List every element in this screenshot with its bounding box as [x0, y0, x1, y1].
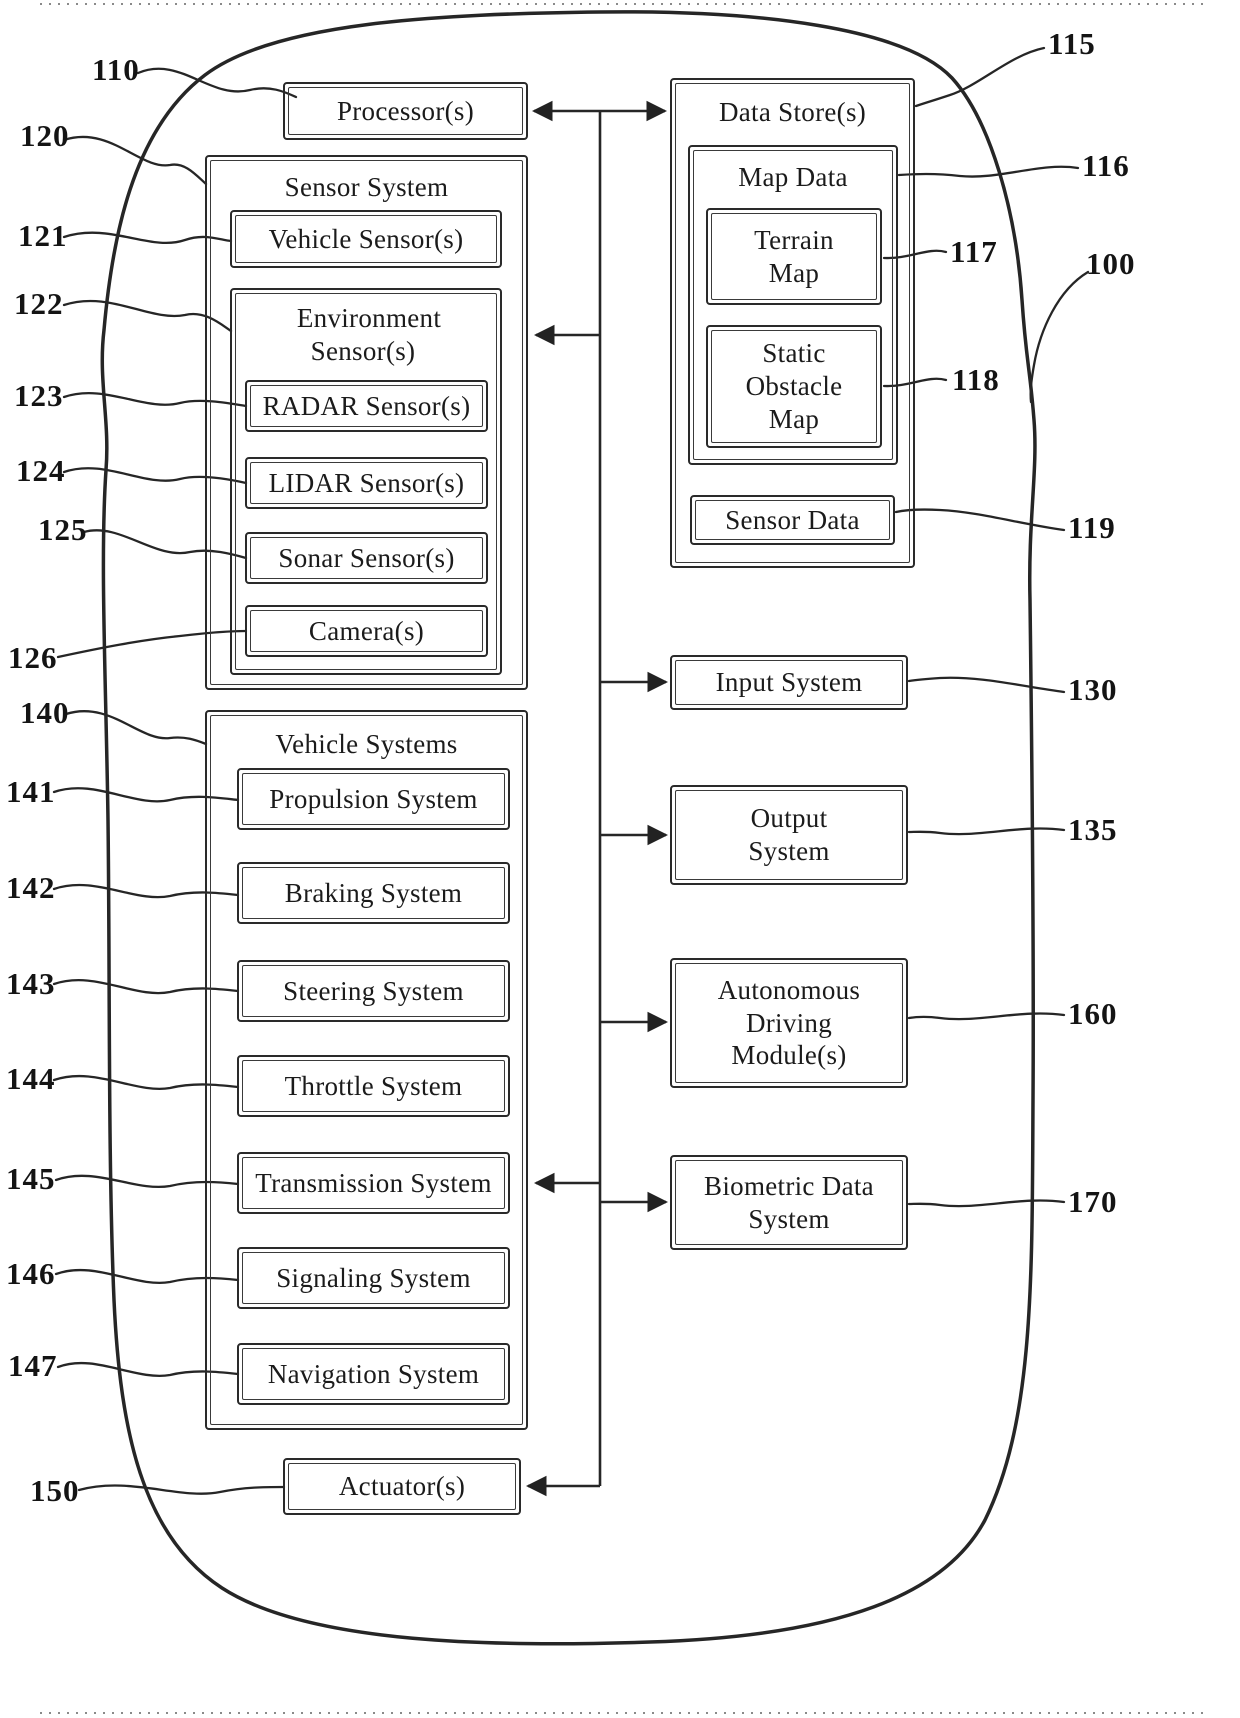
ref-142: 142: [6, 870, 56, 905]
node-label: LIDAR Sensor(s): [268, 467, 465, 498]
ref-145: 145: [6, 1161, 56, 1196]
ref-100: 100: [1086, 246, 1136, 281]
node-sonar: Sonar Sensor(s): [245, 532, 488, 584]
node-label: Map Data: [738, 162, 848, 192]
node-label: Static Obstacle Map: [745, 338, 843, 434]
node-navigation: Navigation System: [237, 1343, 510, 1405]
ref-123: 123: [14, 378, 64, 413]
node-vehicle-sensors: Vehicle Sensor(s): [230, 210, 502, 268]
ref-170: 170: [1068, 1184, 1118, 1219]
ref-121: 121: [18, 218, 68, 253]
leader-lines: [52, 46, 1090, 1495]
ref-141: 141: [6, 774, 56, 809]
node-label: Environment Sensor(s): [296, 303, 442, 366]
node-lidar: LIDAR Sensor(s): [245, 457, 488, 509]
ref-117: 117: [950, 234, 998, 269]
node-braking: Braking System: [237, 862, 510, 924]
node-label: Navigation System: [267, 1358, 480, 1389]
node-data-stores: Data Store(s): [670, 78, 915, 568]
node-processors: Processor(s): [283, 82, 528, 140]
node-biometric-data-system: Biometric Data System: [670, 1155, 908, 1250]
node-propulsion: Propulsion System: [237, 768, 510, 830]
ref-160: 160: [1068, 996, 1118, 1031]
ref-146: 146: [6, 1256, 56, 1291]
node-input-system: Input System: [670, 655, 908, 710]
node-signaling: Signaling System: [237, 1247, 510, 1309]
ref-119: 119: [1068, 510, 1116, 545]
node-camera: Camera(s): [245, 605, 488, 657]
node-label: Braking System: [284, 877, 463, 908]
node-label: Steering System: [283, 975, 464, 1006]
ref-150: 150: [30, 1473, 80, 1508]
node-vehicle-systems: Vehicle Systems: [205, 710, 528, 1430]
node-label: Sensor Data: [725, 504, 860, 535]
node-label: Vehicle Sensor(s): [268, 223, 464, 254]
node-label: Sonar Sensor(s): [278, 542, 455, 573]
ref-135: 135: [1068, 812, 1118, 847]
node-label: Output System: [748, 803, 830, 866]
node-label: Processor(s): [336, 95, 475, 126]
node-throttle: Throttle System: [237, 1055, 510, 1117]
node-label: RADAR Sensor(s): [262, 390, 471, 421]
node-terrain-map: Terrain Map: [706, 208, 882, 305]
vehicle-outline: [100, 10, 1037, 1646]
node-radar: RADAR Sensor(s): [245, 380, 488, 432]
node-label: Propulsion System: [269, 783, 478, 814]
ref-130: 130: [1068, 672, 1118, 707]
node-label: Sensor System: [284, 172, 449, 202]
ref-124: 124: [16, 453, 66, 488]
node-autonomous-driving-modules: Autonomous Driving Module(s): [670, 958, 908, 1088]
ref-125: 125: [38, 512, 88, 547]
node-label: Input System: [715, 667, 863, 698]
node-label: Actuator(s): [338, 1471, 466, 1502]
ref-143: 143: [6, 966, 56, 1001]
ref-120: 120: [20, 118, 70, 153]
node-label: Transmission System: [255, 1167, 492, 1198]
node-environment-sensors: Environment Sensor(s): [230, 288, 502, 675]
node-transmission: Transmission System: [237, 1152, 510, 1214]
ref-126: 126: [8, 640, 58, 675]
ref-115: 115: [1048, 26, 1096, 61]
node-label: Vehicle Systems: [275, 729, 458, 759]
ref-144: 144: [6, 1061, 56, 1096]
node-sensor-system: Sensor System: [205, 155, 528, 690]
node-label: Terrain Map: [754, 224, 834, 288]
ref-116: 116: [1082, 148, 1130, 183]
node-label: Camera(s): [308, 615, 425, 646]
node-label: Signaling System: [276, 1262, 471, 1293]
ref-140: 140: [20, 695, 70, 730]
node-label: Biometric Data System: [704, 1170, 874, 1234]
node-static-obstacle-map: Static Obstacle Map: [706, 325, 882, 448]
node-output-system: Output System: [670, 785, 908, 885]
node-label: Throttle System: [284, 1070, 463, 1101]
node-label: Data Store(s): [718, 97, 867, 127]
ref-110: 110: [92, 52, 140, 87]
ref-118: 118: [952, 362, 1000, 397]
node-steering: Steering System: [237, 960, 510, 1022]
node-map-data: Map Data: [688, 145, 898, 465]
ref-122: 122: [14, 286, 64, 321]
ref-147: 147: [8, 1348, 58, 1383]
node-actuators: Actuator(s): [283, 1458, 521, 1515]
node-sensor-data: Sensor Data: [690, 495, 895, 545]
node-label: Autonomous Driving Module(s): [717, 974, 861, 1071]
